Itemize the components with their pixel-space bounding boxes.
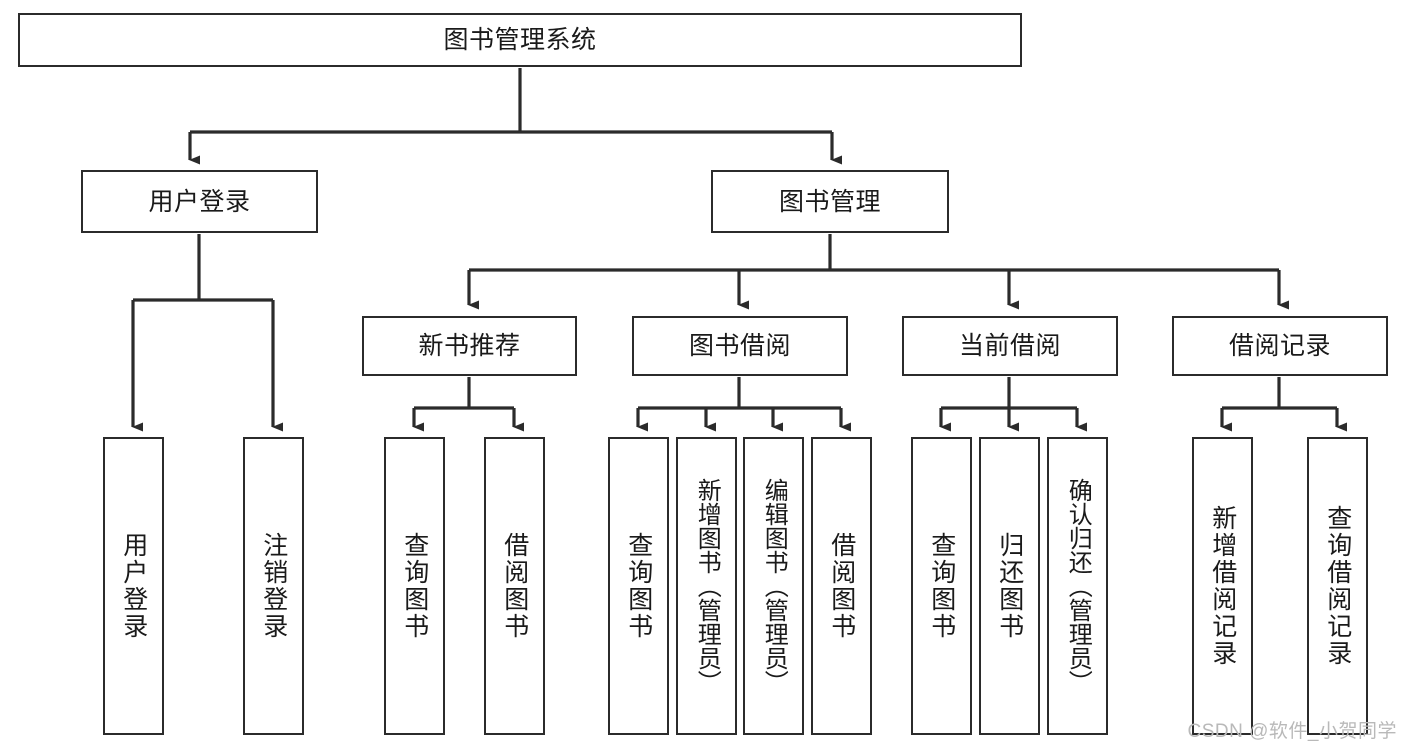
node-label: 新增借阅记录 xyxy=(1208,505,1237,667)
node-label: 新增图书（管理员） xyxy=(693,478,721,694)
leaf-current-borrow-return-books[interactable]: 归还图书 xyxy=(979,437,1040,735)
node-book-management[interactable]: 图书管理 xyxy=(711,170,949,233)
node-label: 借阅记录 xyxy=(1228,332,1331,360)
leaf-current-borrow-query-books[interactable]: 查询图书 xyxy=(911,437,972,735)
node-label: 当前借阅 xyxy=(958,332,1061,360)
node-label: 查询图书 xyxy=(400,532,429,640)
node-current-borrow[interactable]: 当前借阅 xyxy=(902,316,1118,376)
node-label: 借阅图书 xyxy=(500,532,529,640)
leaf-new-book-query-books[interactable]: 查询图书 xyxy=(384,437,445,735)
leaf-book-borrow-add-book-admin[interactable]: 新增图书（管理员） xyxy=(676,437,737,735)
leaf-book-borrow-edit-book-admin[interactable]: 编辑图书（管理员） xyxy=(743,437,804,735)
leaf-current-borrow-confirm-return-admin[interactable]: 确认归还（管理员） xyxy=(1047,437,1108,735)
leaf-user-login-signin[interactable]: 用户登录 xyxy=(103,437,164,735)
node-label: 查询借阅记录 xyxy=(1323,505,1352,667)
node-label: 新书推荐 xyxy=(418,332,521,360)
node-label: 注销登录 xyxy=(259,532,288,640)
node-root-book-management-system[interactable]: 图书管理系统 xyxy=(18,13,1022,67)
node-label: 图书借阅 xyxy=(688,332,791,360)
csdn-watermark: CSDN @软件_小贺同学 xyxy=(1187,721,1397,742)
node-label: 借阅图书 xyxy=(827,532,856,640)
node-new-book-recommendation[interactable]: 新书推荐 xyxy=(362,316,577,376)
leaf-user-login-signout[interactable]: 注销登录 xyxy=(243,437,304,735)
leaf-new-book-borrow-books[interactable]: 借阅图书 xyxy=(484,437,545,735)
leaf-book-borrow-query-books[interactable]: 查询图书 xyxy=(608,437,669,735)
node-label: 用户登录 xyxy=(148,187,251,216)
node-borrow-record[interactable]: 借阅记录 xyxy=(1172,316,1388,376)
node-label: 查询图书 xyxy=(624,532,653,640)
node-label: 图书管理 xyxy=(778,187,881,216)
node-label: 用户登录 xyxy=(119,532,148,640)
node-book-borrow[interactable]: 图书借阅 xyxy=(632,316,848,376)
leaf-book-borrow-borrow-books[interactable]: 借阅图书 xyxy=(811,437,872,735)
leaf-borrow-record-query-record[interactable]: 查询借阅记录 xyxy=(1307,437,1368,735)
node-user-login[interactable]: 用户登录 xyxy=(81,170,318,233)
node-label: 确认归还（管理员） xyxy=(1064,478,1092,694)
node-label: 编辑图书（管理员） xyxy=(760,478,788,694)
leaf-borrow-record-add-record[interactable]: 新增借阅记录 xyxy=(1192,437,1253,735)
node-label: 归还图书 xyxy=(995,532,1024,640)
node-label: 图书管理系统 xyxy=(443,26,597,54)
node-label: 查询图书 xyxy=(927,532,956,640)
